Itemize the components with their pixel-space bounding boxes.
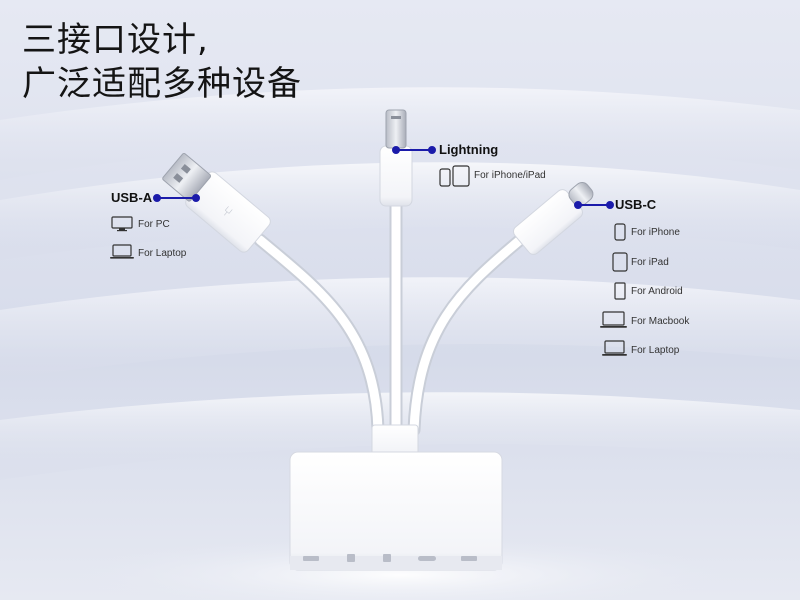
usb-c-item-android: For Android: [631, 286, 683, 297]
usb-c-item-macbook: For Macbook: [631, 316, 690, 327]
usb-a-item-pc: For PC: [138, 219, 170, 230]
usb-a-label: USB-A: [111, 190, 153, 205]
lightning-connector: [379, 109, 413, 207]
usb-c-item-ipad: For iPad: [631, 257, 669, 268]
tablet-icon: [612, 252, 628, 272]
laptop-icon: [600, 311, 627, 328]
usb-a-connector: ⑂: [162, 153, 271, 253]
headline-line-2: 广泛适配多种设备: [22, 64, 302, 104]
android-phone-icon: [614, 282, 626, 300]
usb-a-item-laptop: For Laptop: [138, 248, 187, 259]
lightning-label: Lightning: [439, 142, 499, 157]
usb-c-item-iphone: For iPhone: [631, 227, 680, 238]
phone-tablet-icon: [439, 165, 470, 187]
adapter-hub: [289, 451, 503, 571]
laptop-icon: [110, 244, 134, 259]
usb-c-item-laptop: For Laptop: [631, 345, 680, 356]
monitor-icon: [111, 216, 133, 232]
headline: 三接口设计, 广泛适配多种设备: [22, 18, 302, 106]
usb-c-connector: [512, 181, 594, 255]
phone-icon: [614, 223, 626, 241]
usb-c-label: USB-C: [615, 197, 657, 212]
headline-line-1: 三接口设计,: [22, 20, 209, 60]
cables: [253, 193, 527, 437]
lightning-item-iphone-ipad: For iPhone/iPad: [474, 170, 546, 181]
laptop-icon: [602, 340, 627, 356]
